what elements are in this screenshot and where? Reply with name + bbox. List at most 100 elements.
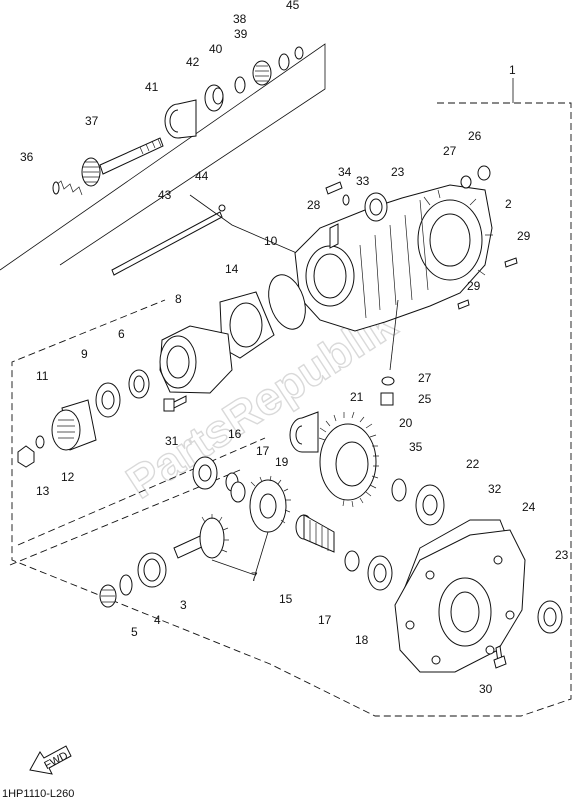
spring-36 [52,180,83,196]
callout-43: 43 [158,188,172,202]
pin-29-right [504,257,518,268]
callout-20: 20 [399,416,413,430]
callout-22: 22 [466,457,480,471]
shaft-37 [81,137,164,187]
washer-38 [278,53,290,71]
callout-40: 40 [209,42,223,56]
housing-2 [294,184,493,332]
callout-7: 7 [251,570,258,584]
callout-2: 2 [505,197,512,211]
callout-24: 24 [522,500,536,514]
callout-42: 42 [186,55,200,69]
callout-30: 30 [479,682,493,696]
callout-35: 35 [409,440,423,454]
bolt-30 [493,645,507,669]
bearing-41 [164,99,197,139]
callout-4: 4 [154,613,161,627]
pinion-shaft-7b [173,514,229,559]
clip-33 [342,194,350,206]
nut-13 [17,445,35,468]
callout-28: 28 [307,198,321,212]
callout-21: 21 [350,390,364,404]
callout-14: 14 [225,262,239,276]
callout-19: 19 [275,455,289,469]
bolt-34 [325,181,343,195]
fwd-label: FWD [42,750,70,772]
washer-4 [119,574,133,596]
seal-42 [204,84,224,112]
bearing-18 [367,555,393,591]
bearing-22 [415,484,445,526]
washer-40 [234,76,246,94]
washer-12 [35,435,45,449]
callout-34: 34 [338,165,352,179]
washer-27-bottom [381,376,395,386]
assembly-frame-outline [11,102,572,717]
shim-19 [230,481,246,503]
seal-23-bottom [537,600,563,634]
callout-23-top: 23 [391,165,405,179]
callout-37: 37 [85,114,99,128]
seal-45 [294,46,304,60]
bearing-9 [95,382,121,418]
callout-9: 9 [81,347,88,361]
callout-10: 10 [264,234,278,248]
bearing-16 [192,456,218,490]
callout-33: 33 [356,174,370,188]
callout-15: 15 [279,592,293,606]
clip-44 [218,204,226,212]
callout-32: 32 [488,482,502,496]
callout-6: 6 [118,327,125,341]
bolt-31 [163,395,187,412]
callout-13: 13 [36,484,50,498]
bearing-21 [289,411,319,453]
drain-guide [389,299,399,371]
callout-26: 26 [468,129,482,143]
callout-18: 18 [355,633,369,647]
shim-17-lower [344,550,360,572]
callout-16: 16 [228,427,242,441]
plug-26 [477,165,491,181]
coupling-11 [51,399,97,451]
callout-labels: 1 2 3 4 5 6 7 8 9 10 11 12 13 14 15 16 1… [20,0,569,696]
callout-41: 41 [145,80,159,94]
callout-3: 3 [180,598,187,612]
pin-43 [111,211,223,276]
gear-group-bracket [9,437,266,566]
shim-35 [391,478,407,502]
callout-39: 39 [234,27,248,41]
callout-1: 1 [509,63,516,77]
pinion-15 [295,514,335,553]
pin-29-lower [457,299,470,310]
o-ring-10 [268,274,306,330]
fitting-28 [329,223,339,249]
shaft-group-frame [0,43,326,271]
callout-11: 11 [36,369,49,383]
callout-17-lower: 17 [318,613,332,627]
callout-27-top: 27 [443,144,457,158]
callout-38: 38 [233,12,247,26]
callout-36: 36 [20,150,34,164]
leader-7 [211,531,269,576]
callout-45: 45 [286,0,300,12]
bevel-gear-7a [249,475,291,533]
fwd-arrow-icon: FWD [29,745,72,775]
gasket-14 [219,291,275,359]
callout-31: 31 [165,434,179,448]
callout-29-right: 29 [517,229,531,243]
nut-5 [99,584,117,608]
bearing-housing-8 [159,325,233,394]
callout-5: 5 [131,625,138,639]
seal-6 [128,369,150,399]
callout-12: 12 [61,470,75,484]
plug-25 [380,392,394,406]
footer-code: 1HP1110-L260 [2,788,74,800]
washer-27-top [460,175,472,189]
callout-44: 44 [195,169,209,183]
callout-17-upper: 17 [256,444,270,458]
bearing-39 [252,60,272,86]
callout-8: 8 [175,292,182,306]
callout-23-bottom: 23 [555,548,569,562]
